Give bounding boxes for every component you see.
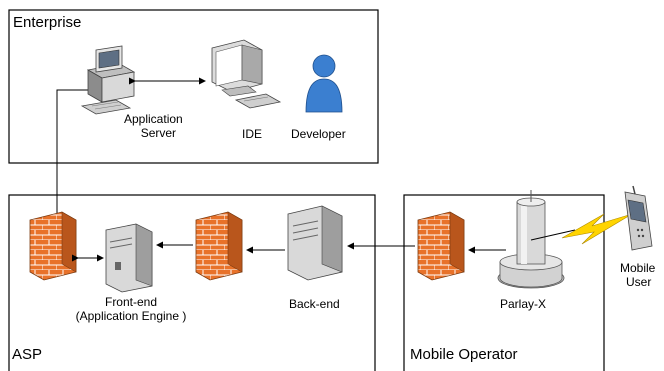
wireless-link-lightning-icon bbox=[561, 213, 633, 245]
mobile-operator-zone bbox=[403, 194, 605, 371]
mobile-user-label-line1: Mobile bbox=[620, 261, 656, 275]
parlay-x-label: Parlay-X bbox=[500, 297, 547, 311]
application-server-icon bbox=[80, 45, 136, 115]
mobile-user-label: Mobile User bbox=[620, 261, 655, 289]
developer-icon bbox=[305, 54, 343, 113]
back-end-server-icon bbox=[287, 205, 343, 281]
enterprise-zone bbox=[8, 9, 379, 164]
mobile-user-label-line2: User bbox=[626, 275, 652, 289]
application-server-label: Application Server bbox=[124, 112, 183, 140]
front-end-label-line1: Front-end bbox=[104, 295, 158, 309]
front-end-server-icon bbox=[105, 223, 153, 293]
developer-label: Developer bbox=[291, 127, 346, 141]
asp-zone bbox=[8, 194, 376, 371]
front-end-label-line2: (Application Engine ) bbox=[75, 309, 187, 323]
mobile-operator-zone-label: Mobile Operator bbox=[410, 346, 518, 363]
ide-label: IDE bbox=[242, 127, 263, 141]
ide-monitor-icon bbox=[211, 39, 282, 109]
asp-inner-firewall-icon bbox=[195, 211, 243, 281]
application-server-label-line1: Application bbox=[124, 112, 183, 126]
operator-firewall-icon bbox=[417, 211, 465, 281]
mobile-phone-icon bbox=[624, 185, 653, 251]
back-end-label: Back-end bbox=[289, 297, 340, 311]
firewall-to-app-server-line bbox=[56, 89, 90, 222]
tower-radio-line bbox=[530, 229, 576, 241]
parlay-x-tower-icon bbox=[497, 190, 565, 289]
asp-entry-firewall-icon bbox=[29, 211, 77, 281]
application-server-label-line2: Server bbox=[140, 126, 177, 140]
asp-zone-label: ASP bbox=[12, 346, 43, 363]
enterprise-zone-label: Enterprise bbox=[13, 14, 82, 31]
front-end-label: Front-end (Application Engine ) bbox=[66, 295, 196, 323]
